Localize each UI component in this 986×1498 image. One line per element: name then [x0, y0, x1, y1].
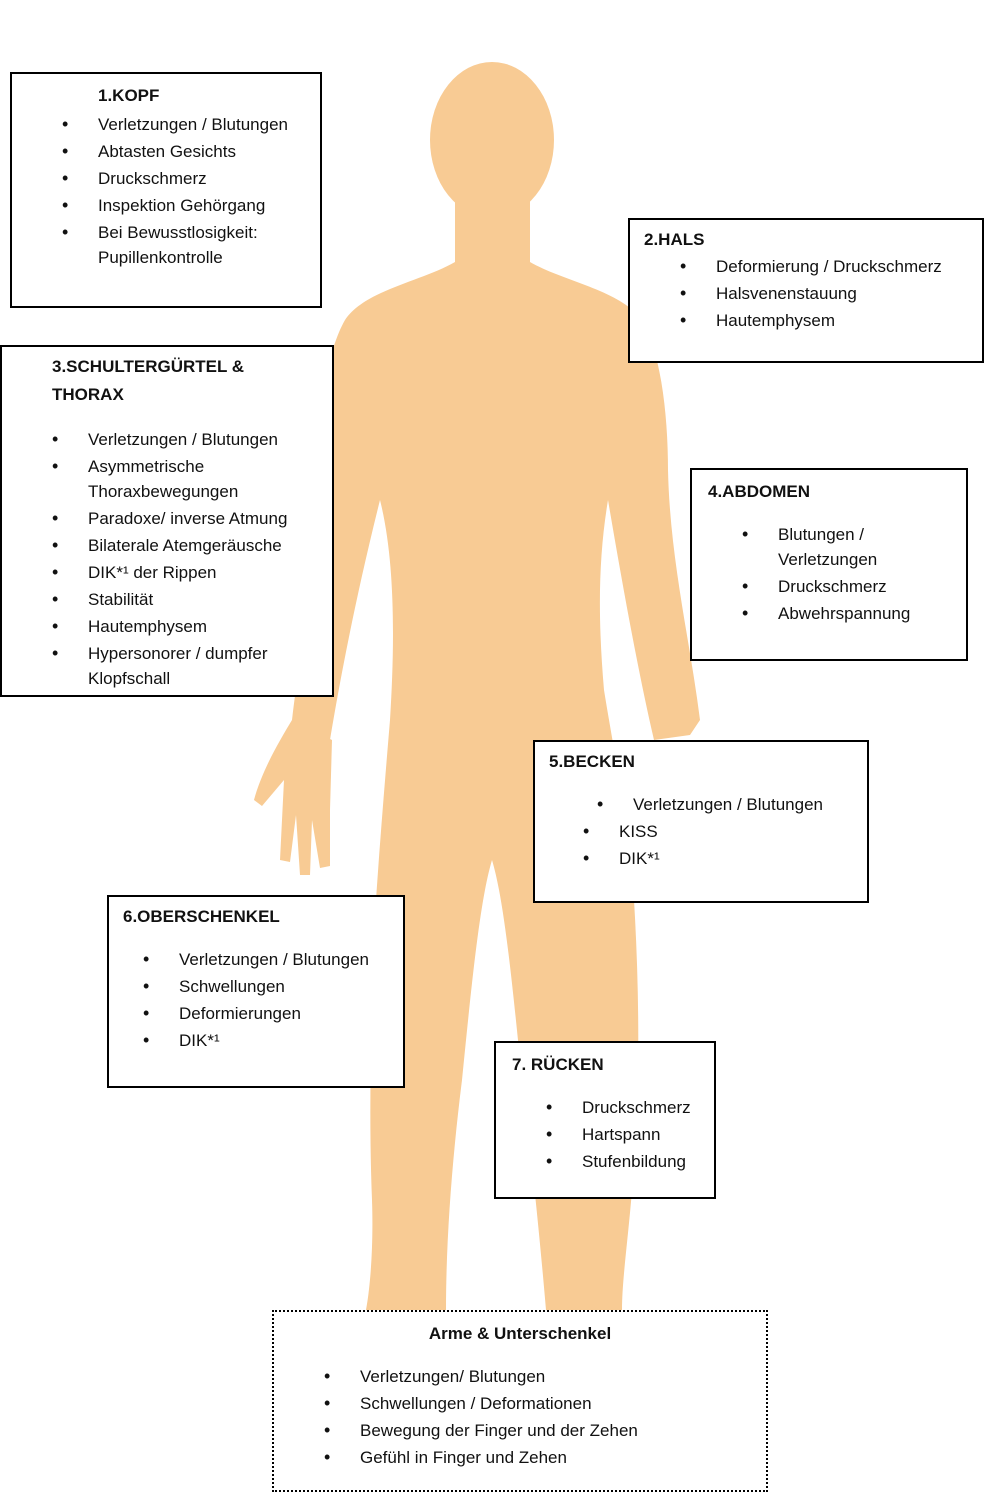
list-item: Blutungen / Verletzungen [742, 522, 958, 572]
section-thorax-title: 3.SCHULTERGÜRTEL & THORAX [52, 357, 245, 404]
list-item: Druckschmerz [62, 166, 318, 191]
list-item: Schwellungen [143, 974, 399, 999]
section-becken-title: 5.BECKEN [549, 752, 635, 771]
list-item: Stabilität [52, 587, 328, 612]
section-oberschenkel-list: Verletzungen / Blutungen Schwellungen De… [143, 947, 399, 1055]
list-item: Inspektion Gehörgang [62, 193, 318, 218]
list-item: Deformierungen [143, 1001, 399, 1026]
list-item: KISS [583, 819, 859, 844]
list-item: Gefühl in Finger und Zehen [324, 1445, 760, 1470]
section-oberschenkel-title: 6.OBERSCHENKEL [123, 907, 280, 926]
section-ruecken: 7. RÜCKEN Druckschmerz Hartspann Stufenb… [494, 1041, 716, 1199]
section-ruecken-title: 7. RÜCKEN [512, 1055, 604, 1074]
silhouette-hand [254, 720, 332, 875]
list-item: Verletzungen / Blutungen [597, 792, 859, 817]
list-item: Verletzungen / Blutungen [52, 427, 328, 452]
list-item: DIK*¹ [583, 846, 859, 871]
list-item: Verletzungen / Blutungen [62, 112, 318, 137]
section-kopf-list: Verletzungen / Blutungen Abtasten Gesich… [62, 112, 318, 272]
section-extremitaeten-title: Arme & Unterschenkel [428, 1324, 612, 1343]
silhouette-head [430, 62, 554, 218]
section-hals: 2.HALS Deformierung / Druckschmerz Halsv… [628, 218, 984, 363]
section-thorax: 3.SCHULTERGÜRTEL & THORAX Verletzungen /… [0, 345, 334, 697]
list-item: Druckschmerz [742, 574, 958, 599]
section-kopf: 1.KOPF Verletzungen / Blutungen Abtasten… [10, 72, 322, 308]
list-item: Abwehrspannung [742, 601, 958, 626]
section-kopf-title: 1.KOPF [98, 86, 160, 105]
list-item: DIK*¹ der Rippen [52, 560, 328, 585]
section-oberschenkel: 6.OBERSCHENKEL Verletzungen / Blutungen … [107, 895, 405, 1088]
list-item: Schwellungen / Deformationen [324, 1391, 760, 1416]
list-item: Verletzungen / Blutungen [143, 947, 399, 972]
list-item: Stufenbildung [546, 1149, 712, 1174]
list-item: Halsvenenstauung [680, 281, 978, 306]
section-hals-title: 2.HALS [644, 230, 705, 249]
section-abdomen-title: 4.ABDOMEN [708, 482, 811, 501]
list-item: Abtasten Gesichts [62, 139, 318, 164]
list-item: Asymmetrische Thoraxbewegungen [52, 454, 328, 504]
section-hals-list: Deformierung / Druckschmerz Halsvenensta… [680, 254, 978, 335]
list-item: Hypersonorer / dumpfer Klopfschall [52, 641, 328, 691]
list-item: Hautemphysem [680, 308, 978, 333]
section-extremitaeten: Arme & Unterschenkel Verletzungen/ Blutu… [272, 1310, 768, 1492]
list-item: DIK*¹ [143, 1028, 399, 1053]
list-item: Hartspann [546, 1122, 712, 1147]
list-item: Bewegung der Finger und der Zehen [324, 1418, 760, 1443]
section-thorax-list: Verletzungen / Blutungen Asymmetrische T… [52, 427, 328, 693]
list-item: Bilaterale Atemgeräusche [52, 533, 328, 558]
section-becken: 5.BECKEN Verletzungen / Blutungen KISS D… [533, 740, 869, 903]
list-item: Deformierung / Druckschmerz [680, 254, 978, 279]
list-item: Druckschmerz [546, 1095, 712, 1120]
list-item: Bei Bewusstlosigkeit: Pupillenkontrolle [62, 220, 318, 270]
section-abdomen-list: Blutungen / Verletzungen Druckschmerz Ab… [742, 522, 958, 628]
section-extremitaeten-list: Verletzungen/ Blutungen Schwellungen / D… [324, 1364, 760, 1472]
section-abdomen: 4.ABDOMEN Blutungen / Verletzungen Druck… [690, 468, 968, 661]
section-becken-list: Verletzungen / Blutungen KISS DIK*¹ [583, 792, 859, 873]
list-item: Paradoxe/ inverse Atmung [52, 506, 328, 531]
list-item: Hautemphysem [52, 614, 328, 639]
section-ruecken-list: Druckschmerz Hartspann Stufenbildung [546, 1095, 712, 1176]
list-item: Verletzungen/ Blutungen [324, 1364, 760, 1389]
